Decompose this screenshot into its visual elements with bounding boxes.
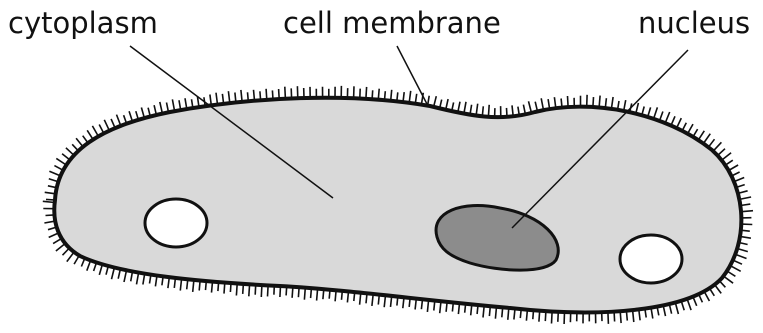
vacuole-left xyxy=(145,199,207,247)
cell-membrane-label: cell membrane xyxy=(283,6,501,40)
cytoplasm-label: cytoplasm xyxy=(8,6,158,40)
cell-membrane-leader-line xyxy=(397,46,428,106)
nucleus-label: nucleus xyxy=(638,6,750,40)
vacuole-right xyxy=(620,235,682,283)
